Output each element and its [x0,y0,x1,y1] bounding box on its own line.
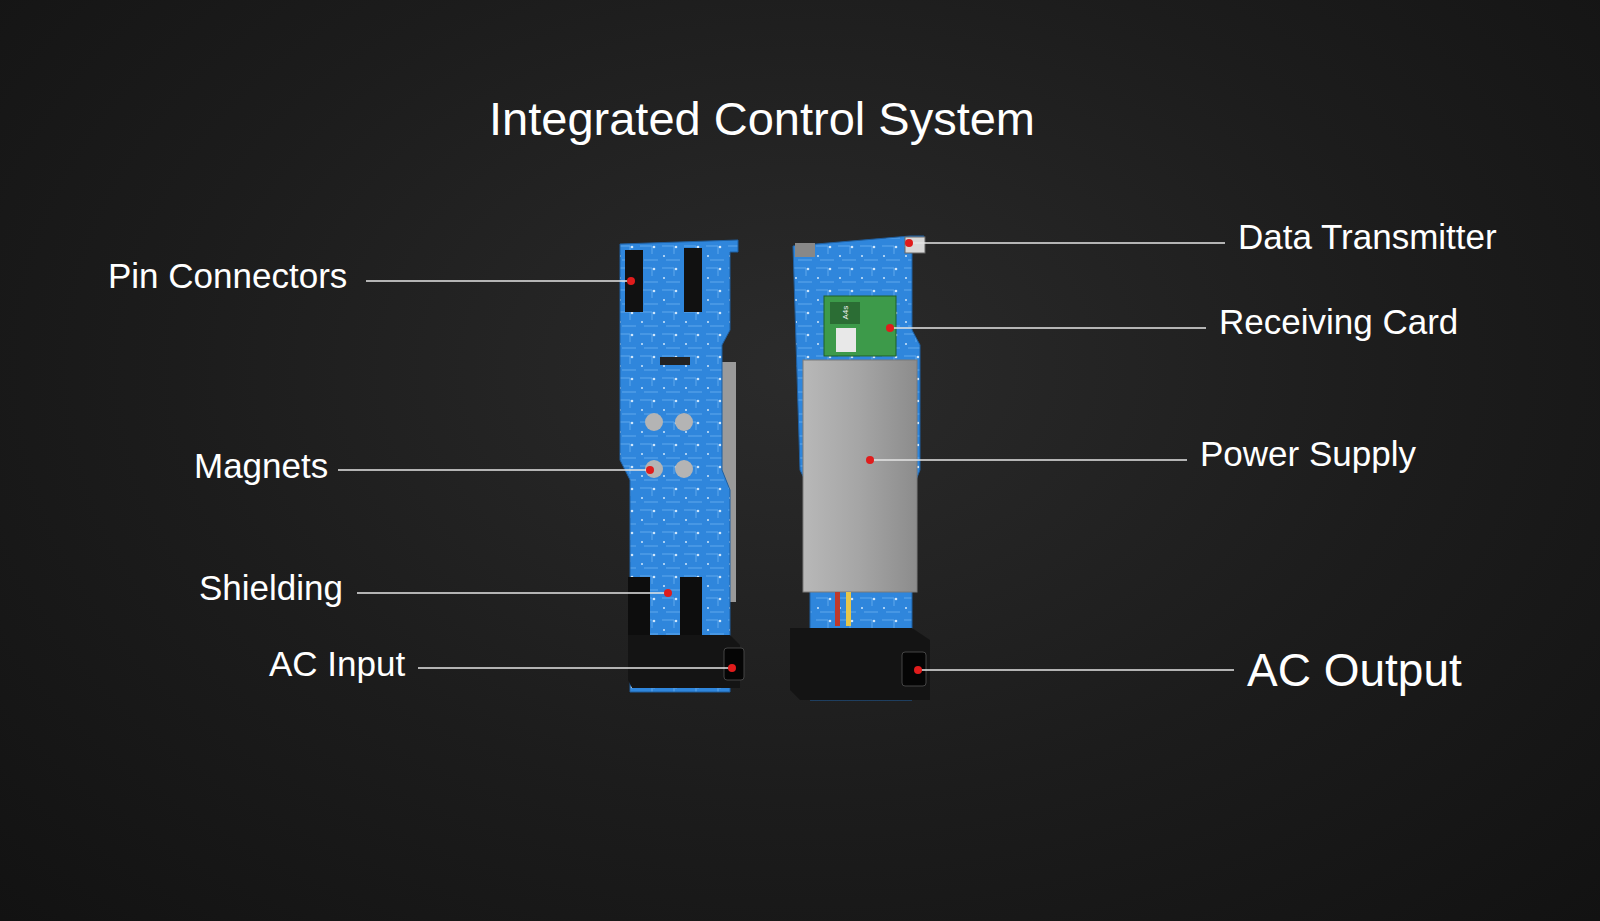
part-label: AC Output [1247,644,1462,697]
part-label: Magnets [194,446,328,486]
part-label: Power Supply [1200,434,1416,474]
part-label: Data Transmitter [1238,217,1497,257]
part-label: AC Input [269,644,405,684]
right-board [790,236,930,700]
card-marking: A4s [841,306,850,320]
leader-lines [338,243,1234,670]
diagram-title: Integrated Control System [489,92,1035,146]
left-board [620,240,744,692]
part-label: Pin Connectors [108,256,347,296]
callout-dots [627,239,922,674]
part-label: Receiving Card [1219,302,1458,342]
part-label: Shielding [199,568,343,608]
